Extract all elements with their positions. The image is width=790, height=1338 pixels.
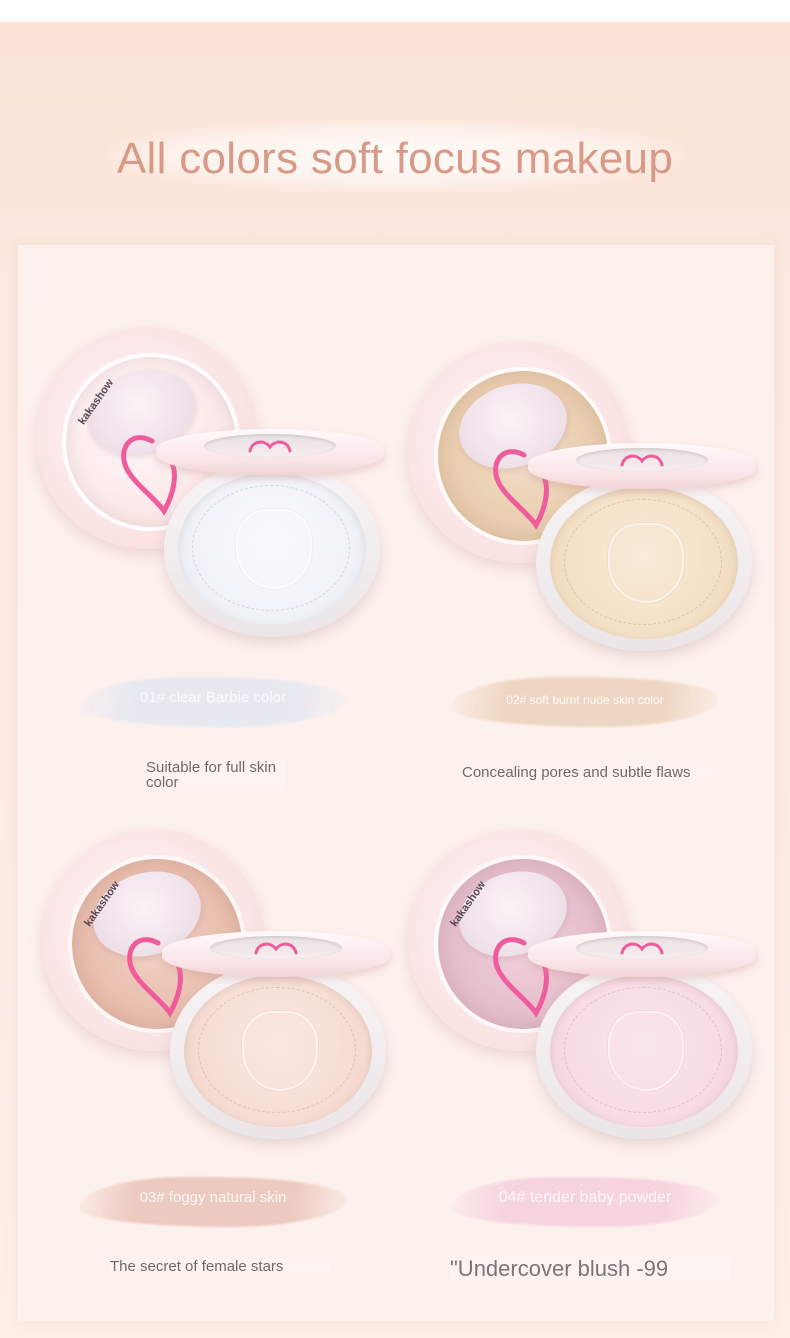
embossed-heart	[608, 523, 684, 603]
shade-label: 04# tender baby powder	[498, 1189, 672, 1206]
page-title: All colors soft focus makeup	[116, 134, 674, 183]
lid-heart-icon	[620, 942, 664, 955]
heart-logo-icon	[127, 937, 183, 1018]
embossed-ring-text	[198, 987, 356, 1113]
product-caption: The secret of female stars	[110, 1259, 330, 1274]
powder-pan	[178, 473, 366, 625]
product-caption: "Undercover blush -99	[450, 1257, 730, 1281]
product-card-01: kakashow 01# clear Barbie color Suitable…	[36, 327, 396, 790]
shade-label: 01# clear Barbie color	[140, 689, 286, 706]
page-background: All colors soft focus makeup kakashow	[0, 22, 790, 1338]
compact-lid-top	[528, 931, 756, 977]
embossed-heart	[242, 1011, 318, 1091]
compact-lid-top	[528, 443, 756, 489]
embossed-ring-text	[564, 499, 722, 625]
compact-base	[536, 963, 752, 1139]
compact-lid-top	[156, 429, 384, 475]
embossed-heart	[608, 1011, 684, 1091]
compact-base	[536, 475, 752, 651]
headline-glow	[105, 120, 685, 190]
powder-pan	[184, 975, 372, 1127]
compact-base	[170, 963, 386, 1139]
product-card-04: kakashow 04# tender baby powder "Underco…	[408, 829, 768, 1289]
product-card-02: 02# soft burnt nude skin color Concealin…	[408, 341, 768, 801]
heart-logo-icon	[121, 435, 177, 516]
lid-heart-icon	[248, 440, 292, 453]
powder-pan	[550, 975, 738, 1127]
heart-logo-icon	[493, 937, 549, 1018]
product-caption: Suitable for full skin color	[146, 760, 286, 790]
compact-base	[164, 461, 380, 637]
lid-heart-icon	[620, 454, 664, 467]
shade-label: 03# foggy natural skin	[139, 1189, 287, 1206]
heart-logo-icon	[493, 449, 549, 530]
embossed-ring-text	[192, 485, 350, 611]
compact-lid-open: kakashow	[42, 829, 264, 1051]
product-card-03: kakashow 03# foggy natural skin The secr…	[42, 829, 402, 1289]
product-caption: Concealing pores and subtle flaws	[462, 765, 712, 780]
product-grid-panel: kakashow 01# clear Barbie color Suitable…	[18, 245, 774, 1321]
compact-lid-top	[162, 931, 390, 977]
lid-heart-icon	[254, 942, 298, 955]
embossed-ring-text	[564, 987, 722, 1113]
headline-area: All colors soft focus makeup	[0, 110, 790, 220]
shade-label: 02# soft burnt nude skin color	[506, 693, 664, 707]
embossed-heart	[236, 509, 312, 589]
powder-pan	[550, 487, 738, 639]
